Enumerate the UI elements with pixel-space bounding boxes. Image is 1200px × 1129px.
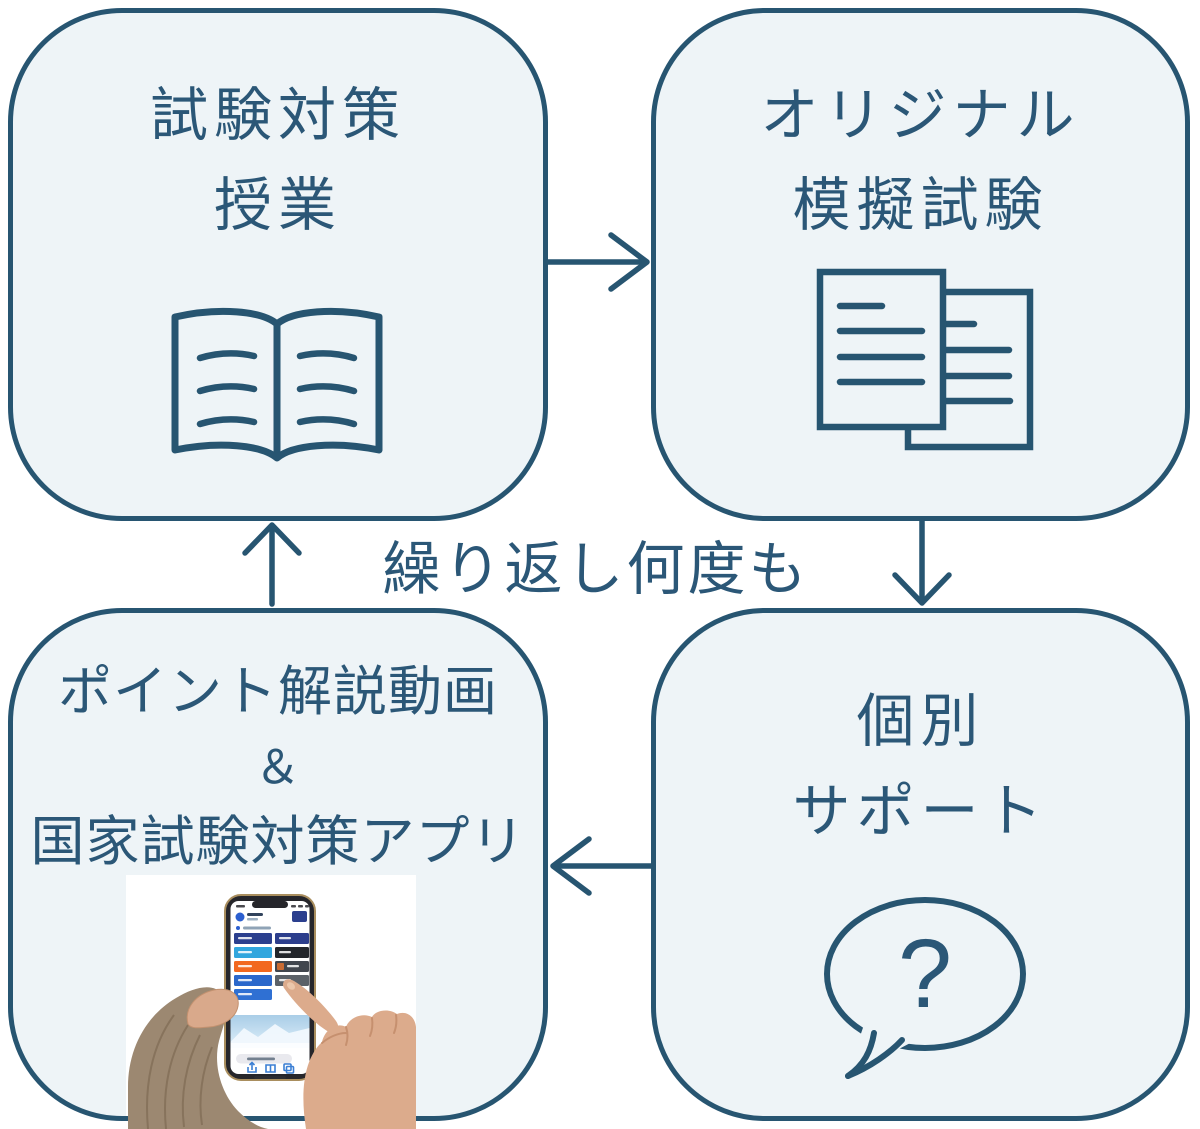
smartphone: [224, 894, 316, 1081]
title-line: 授業: [213, 173, 342, 238]
exam-papers-icon: [816, 268, 1034, 451]
title-line: 個別: [856, 689, 985, 754]
arrow-right-icon: [545, 232, 650, 292]
cycle-repeat-label: 繰り返し何度も: [382, 537, 810, 602]
smartphone-in-hands-photo: [126, 875, 416, 1129]
box-mock-exam-title: オリジナル 模擬試験: [656, 71, 1185, 251]
app-landscape-image: [230, 1015, 310, 1051]
open-book-icon: [171, 307, 383, 462]
arrow-left-icon: [550, 836, 654, 896]
phone-notch: [252, 901, 288, 908]
title-line: 国家試験対策アプリ: [30, 812, 526, 872]
title-line: ポイント解説動画: [58, 662, 498, 722]
title-line: 模擬試験: [792, 173, 1049, 238]
question-speech-bubble-icon: ?: [824, 897, 1026, 1079]
pointing-hand: [282, 979, 416, 1129]
phone-status-bar: [236, 905, 309, 908]
box-exam-prep-title: 試験対策 授業: [13, 71, 543, 251]
browser-bottom-bar: [236, 1054, 295, 1079]
ampersand: ＆: [254, 741, 302, 793]
box-video-app-title: ポイント解説動画 ＆ 国家試験対策アプリ: [13, 653, 543, 881]
title-line: 試験対策: [149, 83, 406, 148]
sweater-arm: [128, 987, 268, 1129]
app-section-row: [236, 926, 271, 930]
box-support-title: 個別 サポート: [656, 677, 1185, 857]
arrow-down-icon: [892, 518, 952, 606]
left-thumb: [186, 988, 239, 1029]
arrow-up-icon: [242, 522, 302, 607]
app-header: [235, 911, 307, 922]
title-line: サポート: [792, 779, 1049, 844]
app-menu-tiles: [234, 933, 309, 1000]
question-mark: ?: [898, 919, 952, 1028]
title-line: オリジナル: [760, 83, 1081, 148]
